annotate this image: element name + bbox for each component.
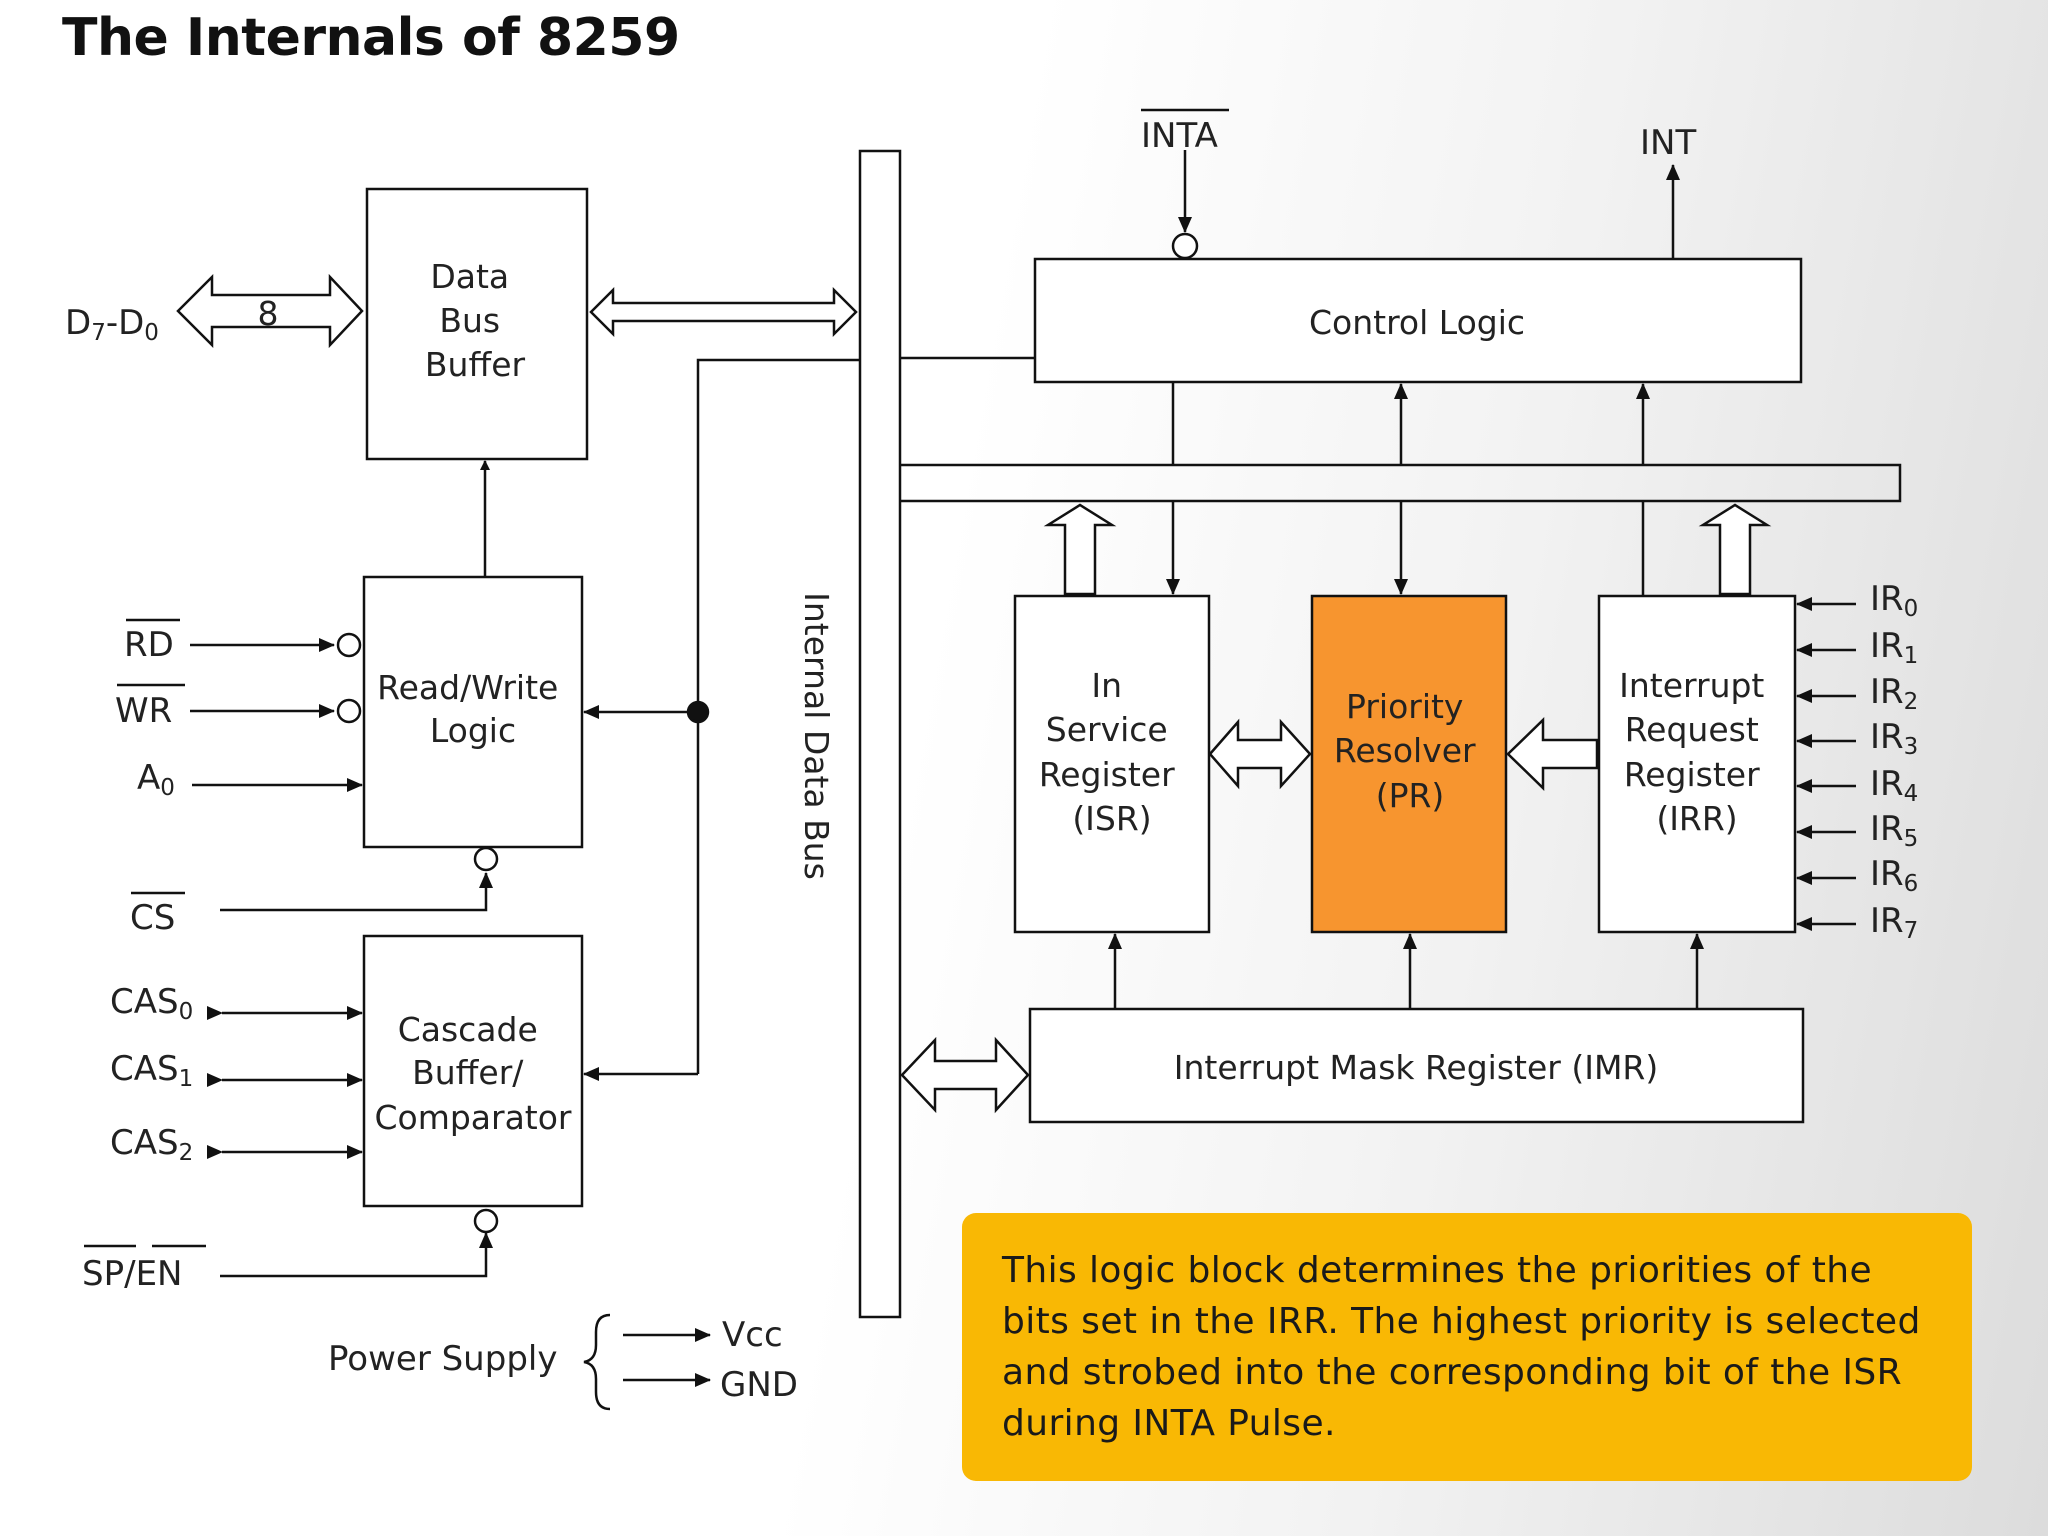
internal-data-bus	[858, 149, 902, 1319]
irr-label: Interrupt Request Register (IRR)	[1619, 666, 1775, 838]
isr-block	[1013, 594, 1211, 934]
imr-block	[1028, 1007, 1805, 1124]
ir2-label: IR2	[1870, 672, 1918, 715]
ir4-label: IR4	[1870, 764, 1918, 807]
bus-imr-arrow	[900, 1036, 1030, 1114]
cs-inversion-bubble	[473, 846, 499, 872]
cas0-label: CAS0	[110, 982, 193, 1025]
inta-label: INTA	[1141, 116, 1218, 156]
cascade-buffer-block	[362, 934, 584, 1208]
control-logic-block	[1033, 257, 1803, 384]
buffer-to-bus-arrow	[589, 286, 858, 338]
int-label: INT	[1640, 123, 1696, 163]
inta-inversion-bubble	[1171, 232, 1199, 260]
internal-bus-branch	[900, 463, 1902, 503]
irr-block	[1597, 594, 1797, 934]
cs-line	[220, 872, 493, 912]
priority-resolver-label: Priority Resolver (PR)	[1334, 687, 1486, 815]
wr-inversion-bubble	[336, 698, 362, 724]
bus-junction-dot	[686, 700, 710, 724]
priority-resolver-note: This logic block determines the prioriti…	[962, 1213, 1972, 1481]
ir1-label: IR1	[1870, 626, 1918, 669]
cas1-label: CAS1	[110, 1049, 193, 1092]
rd-label: RD	[124, 625, 174, 665]
data-bus-buffer-label: Data Bus Buffer	[425, 257, 526, 384]
priority-resolver-block	[1310, 594, 1508, 934]
power-supply-brace	[583, 1313, 611, 1411]
read-write-logic-label: Read/Write Logic	[377, 668, 569, 750]
gnd-label: GND	[720, 1365, 798, 1405]
ir7-label: IR7	[1870, 901, 1918, 944]
a0-label: A0	[137, 758, 175, 801]
cs-label: CS	[130, 898, 175, 938]
ir5-label: IR5	[1870, 809, 1918, 852]
sp-en-line	[220, 1232, 493, 1278]
ir6-label: IR6	[1870, 854, 1918, 897]
page-title: The Internals of 8259	[62, 8, 680, 68]
internal-bus-tap	[696, 358, 860, 1074]
sp-en-inversion-bubble	[473, 1208, 499, 1234]
vcc-label: Vcc	[722, 1315, 783, 1355]
irr-to-pr-arrow	[1506, 717, 1599, 791]
isr-pr-arrow	[1208, 718, 1312, 790]
cascade-buffer-label: Cascade Buffer/ Comparator	[374, 1010, 571, 1137]
sp-en-label: SP/EN	[82, 1254, 182, 1294]
isr-label: In Service Register (ISR)	[1039, 666, 1185, 838]
control-logic-label: Control Logic	[1309, 303, 1525, 342]
internal-data-bus-label: Internal Data Bus	[797, 592, 836, 880]
data-bus-label: D7-D0	[65, 303, 159, 346]
wr-label: WR	[115, 691, 172, 731]
read-write-logic-block	[362, 575, 584, 849]
bus-width-label: 8	[258, 294, 279, 333]
external-data-bus-arrow	[176, 273, 364, 349]
isr-output-arrow	[1043, 503, 1117, 596]
ir0-label: IR0	[1870, 579, 1918, 622]
rd-inversion-bubble	[336, 632, 362, 658]
power-supply-label: Power Supply	[328, 1339, 557, 1379]
irr-output-arrow	[1698, 503, 1772, 596]
imr-label: Interrupt Mask Register (IMR)	[1174, 1048, 1658, 1087]
cas2-label: CAS2	[110, 1123, 193, 1166]
data-bus-buffer-block	[365, 187, 589, 461]
ir3-label: IR3	[1870, 717, 1918, 760]
